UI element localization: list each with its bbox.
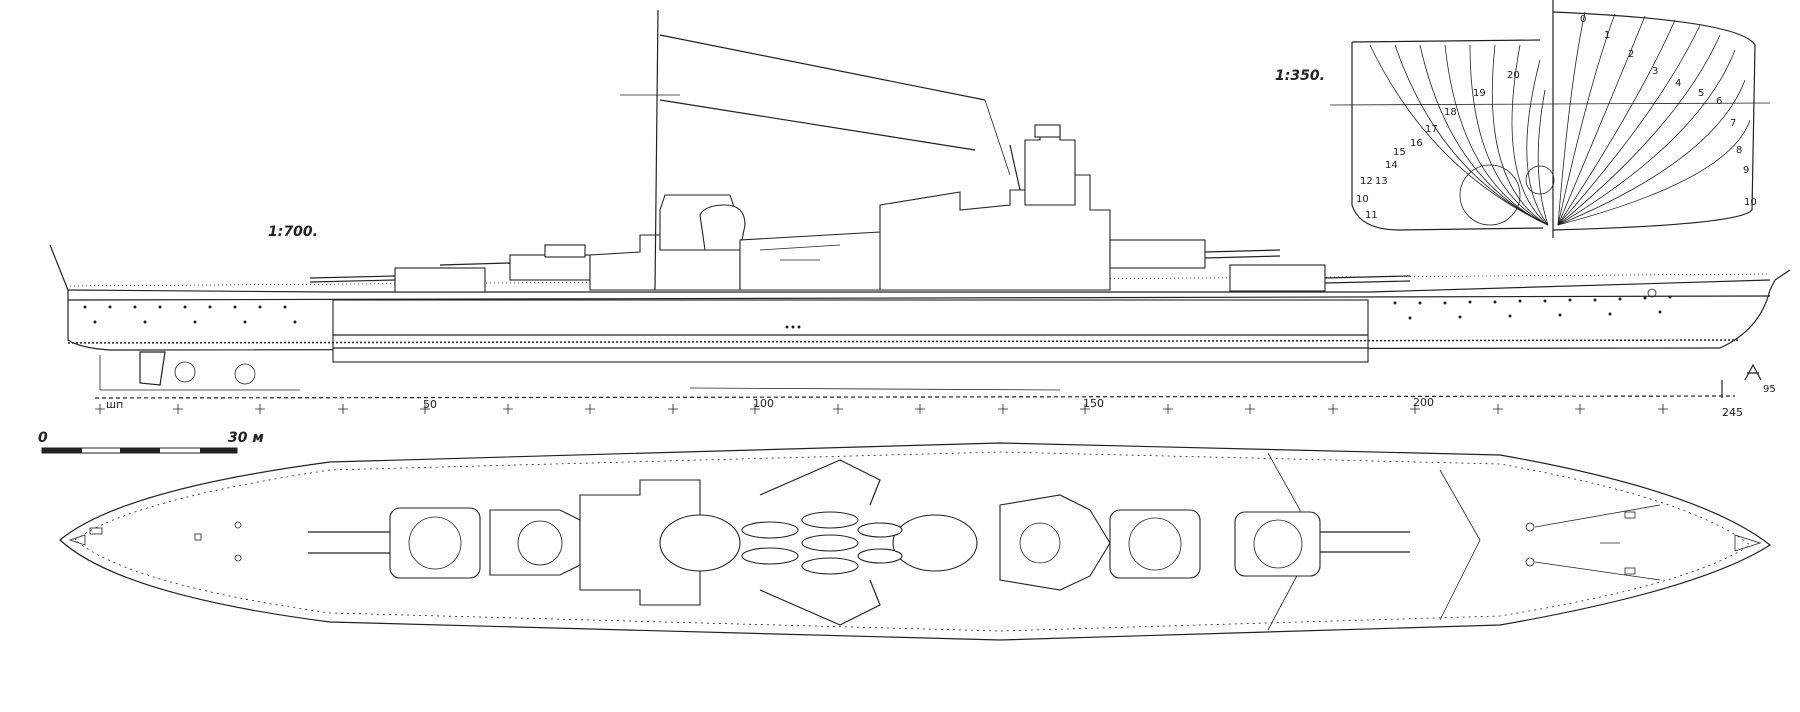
body-plan-num-l-17: 17 <box>1425 124 1438 135</box>
hull-outline <box>67 279 1776 351</box>
crane-boom-upper <box>659 34 986 101</box>
frame-tick-245: 245 <box>1722 406 1743 419</box>
turret-c-plan <box>308 507 481 579</box>
body-plan-num-l-11: 11 <box>1365 210 1378 221</box>
frame-tick-200: 200 <box>1413 396 1434 409</box>
body-plan-num-r-9: 9 <box>1743 165 1749 176</box>
body-plan-num-l-15: 15 <box>1393 147 1406 158</box>
deck-outline <box>59 442 1772 641</box>
body-plan-num-r-10: 10 <box>1744 197 1757 208</box>
signature-mark: 95 <box>1744 363 1776 395</box>
turret-b-profile <box>1109 239 1281 269</box>
lines-scale-label: 1:350. <box>1275 68 1325 84</box>
body-plan-num-l-16: 16 <box>1410 138 1423 149</box>
funnel-fwd-plan <box>892 514 978 572</box>
turret-a-plan <box>1234 511 1410 577</box>
portholes <box>83 295 1672 329</box>
body-plan-sections-fwd <box>1557 11 1751 226</box>
anchor-gear <box>1525 504 1762 581</box>
funnel-aft-plan <box>659 514 741 572</box>
body-plan-num-r-7: 7 <box>1730 118 1736 129</box>
body-plan-num-l-19: 19 <box>1473 88 1486 99</box>
body-plan-num-r-0: 0 <box>1580 14 1586 25</box>
body-plan-num-r-8: 8 <box>1736 145 1742 156</box>
frame-tick-50: 50 <box>423 398 437 411</box>
body-plan-num-l-13: 13 <box>1375 176 1388 187</box>
body-plan-num-l-10: 10 <box>1356 194 1369 205</box>
profile-scale-label: 1:700. <box>268 224 318 240</box>
belt-hatch <box>67 339 1741 344</box>
body-plan-num-l-14: 14 <box>1385 160 1398 171</box>
body-plan-num-l-18: 18 <box>1444 107 1457 118</box>
turret-a-profile <box>1229 264 1411 292</box>
bridge-plan <box>999 494 1111 591</box>
crane-boom-lower <box>659 99 976 151</box>
body-plan-num-r-5: 5 <box>1698 88 1704 99</box>
body-plan-num-r-1: 1 <box>1604 30 1610 41</box>
scale-bar: 0 30 м <box>38 430 264 454</box>
body-plan-num-r-3: 3 <box>1652 66 1658 77</box>
turret-d-profile <box>439 244 591 281</box>
turret-d-plan <box>489 509 581 576</box>
rudder <box>139 351 166 386</box>
frame-scale: шп 50 100 150 200 245 <box>94 380 1743 419</box>
aft-superstructure-plan <box>579 479 701 606</box>
frame-tick-150: 150 <box>1083 397 1104 410</box>
body-plan-num-l-12: 12 <box>1360 176 1373 187</box>
frame-unit-label: шп <box>106 398 123 411</box>
frame-tick-100: 100 <box>753 397 774 410</box>
signature-text: 95 <box>1763 384 1776 395</box>
body-plan-num-r-6: 6 <box>1716 96 1722 107</box>
body-plan-num-r-2: 2 <box>1628 49 1634 60</box>
boats <box>741 511 903 575</box>
body-plan-num-l-20: 20 <box>1507 70 1520 81</box>
body-plan: 10 11 12 13 14 15 16 17 18 19 20 0 1 2 3… <box>1329 0 1771 238</box>
sheer-line <box>67 279 1771 293</box>
foremast <box>1009 144 1021 191</box>
body-plan-num-r-4: 4 <box>1675 78 1681 89</box>
plan-view <box>59 442 1772 641</box>
body-plan-sections-aft <box>1369 44 1549 226</box>
scale-bar-start: 0 <box>38 430 48 446</box>
side-profile <box>49 9 1791 391</box>
stern-details <box>68 521 242 562</box>
scale-bar-end: 30 м <box>228 430 264 446</box>
mainmast <box>654 9 659 291</box>
armor-belt <box>332 299 1369 363</box>
turret-c-profile <box>309 267 486 293</box>
turret-b-plan <box>1109 509 1201 579</box>
